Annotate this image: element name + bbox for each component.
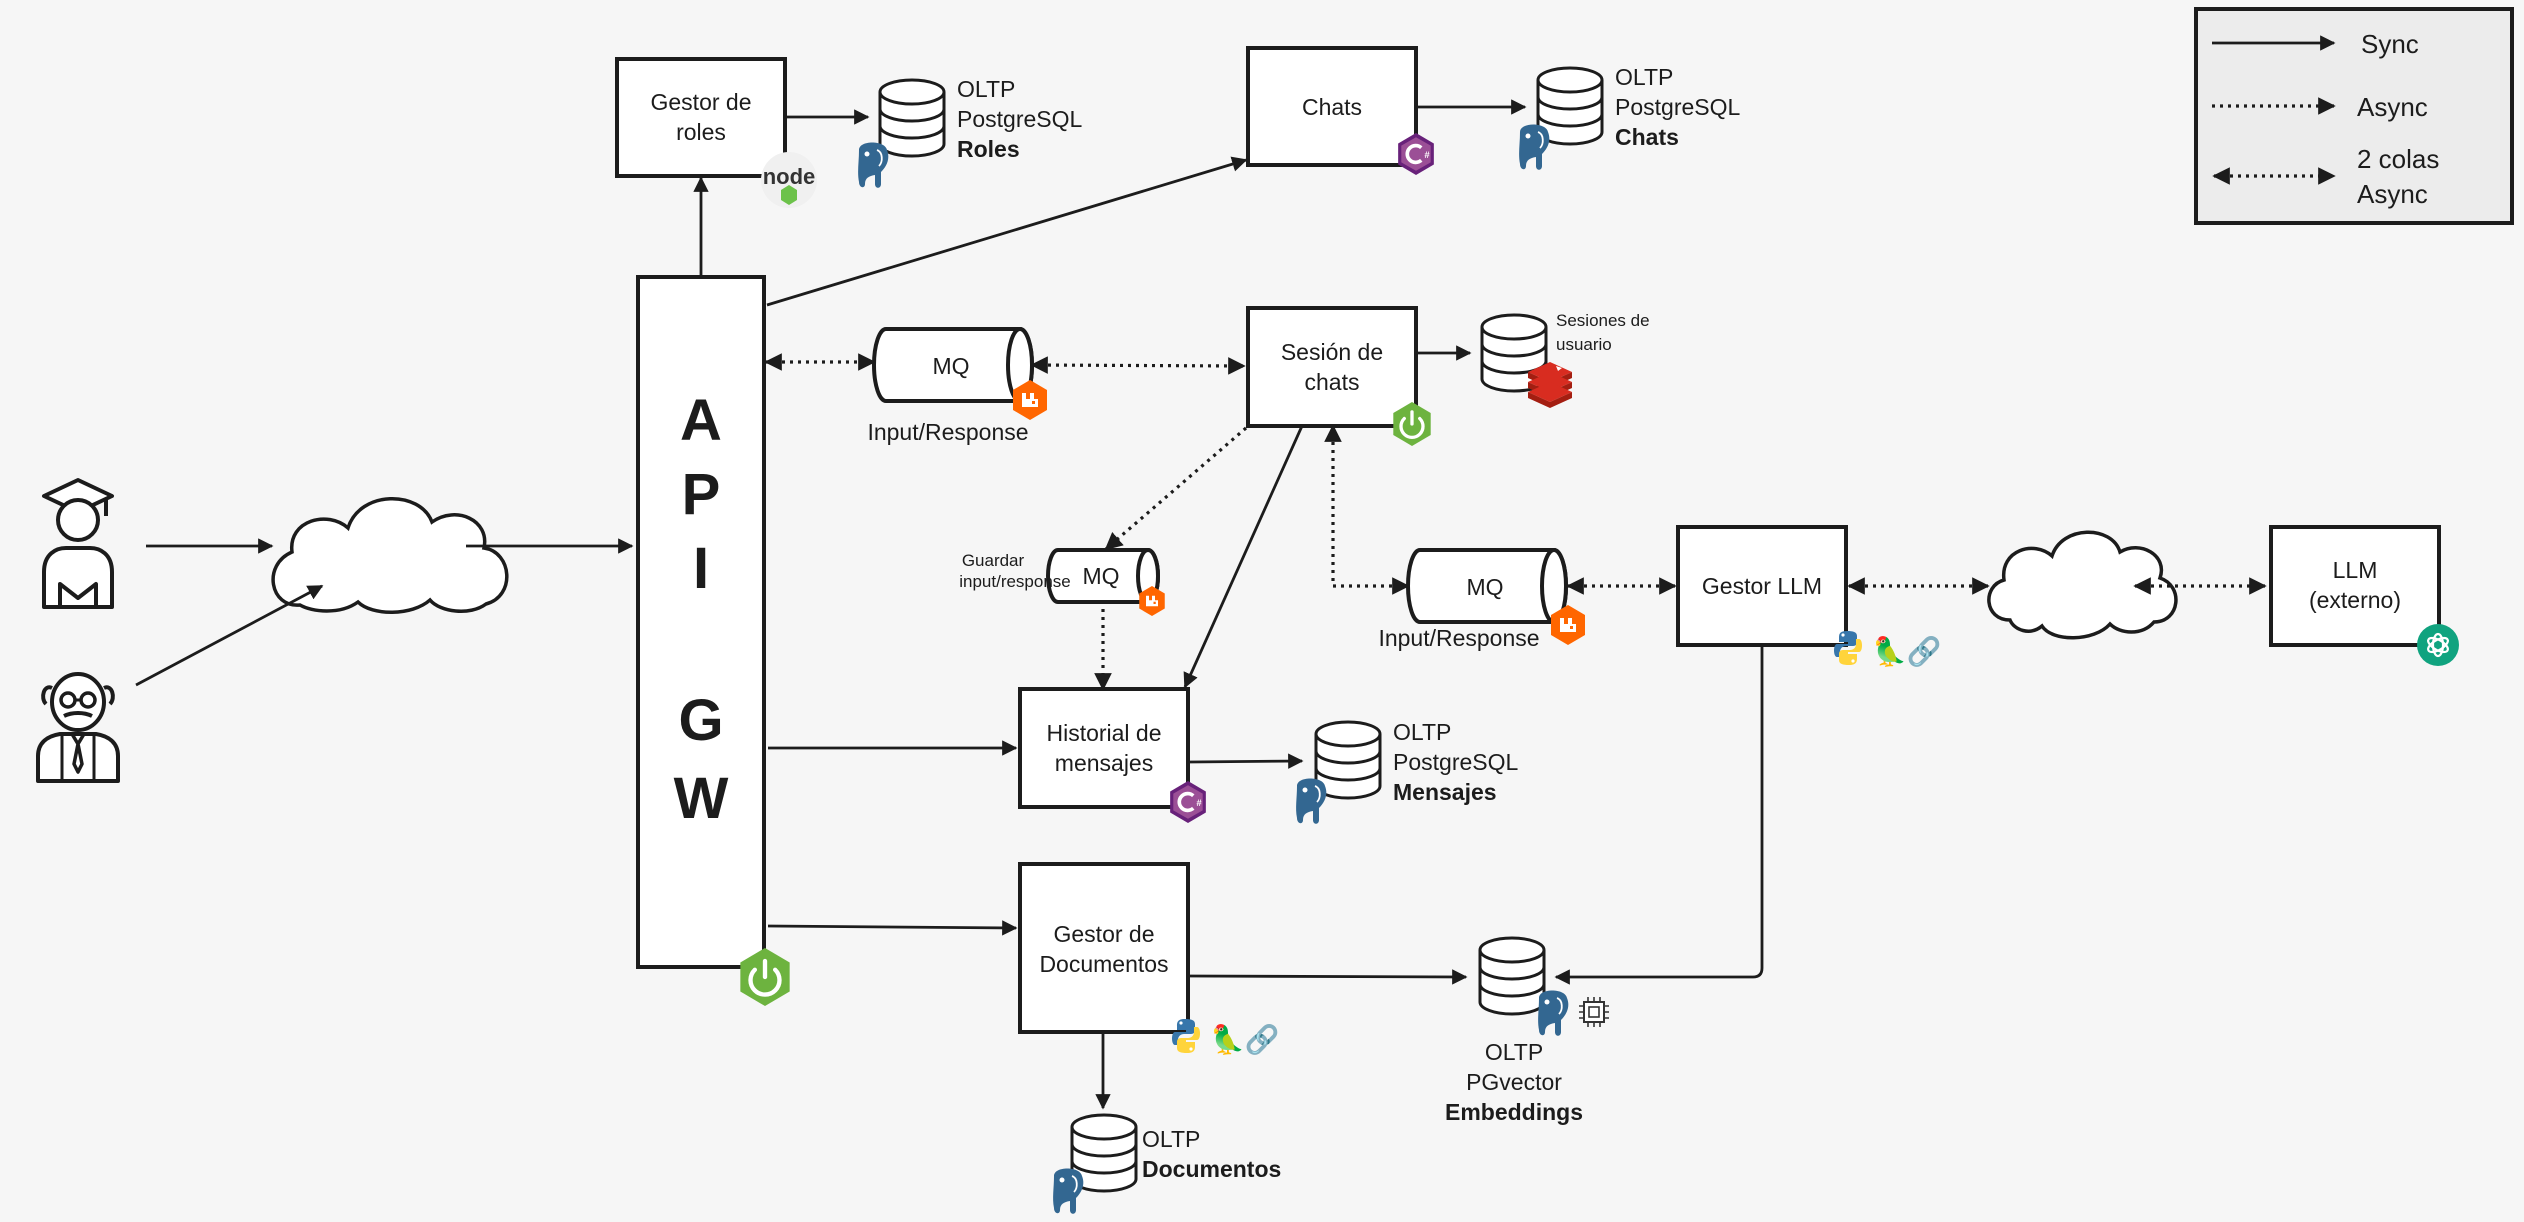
db-roles-line-3: Roles (957, 136, 1020, 162)
postgresql-icon (1295, 777, 1328, 825)
db-roles: OLTP PostgreSQL Roles (857, 76, 1082, 189)
db-chats-line-3: Chats (1615, 124, 1679, 150)
db-mensajes-line-2: PostgreSQL (1393, 749, 1518, 775)
postgresql-icon (1537, 989, 1570, 1037)
edge-sesion-historial (1183, 425, 1304, 689)
teacher-icon (36, 672, 120, 783)
langchain-icon: 🦜🔗 (1210, 1022, 1280, 1056)
db-documentos-line-1: OLTP (1142, 1126, 1200, 1152)
gestor-llm-label: Gestor LLM (1702, 573, 1822, 599)
connectors (135, 99, 2267, 1110)
student-icon (42, 478, 114, 609)
mq2-label: MQ (1466, 574, 1503, 600)
apigw-letter-a: A (680, 388, 722, 453)
edge-apigw-chats (766, 156, 1248, 307)
langchain-icon: 🦜🔗 (1872, 634, 1942, 668)
db-embeddings-line-3: Embeddings (1445, 1099, 1583, 1125)
gestor-docs-label-1: Gestor de (1054, 921, 1155, 947)
db-chats-line-1: OLTP (1615, 64, 1673, 90)
legend-two-queues-2: Async (2357, 179, 2428, 209)
db-embeddings-line-1: OLTP (1485, 1039, 1543, 1065)
mq-input-response-2[interactable]: MQ (1406, 548, 1568, 624)
db-embeddings-line-2: PGvector (1466, 1069, 1562, 1095)
gestor-roles-node[interactable]: Gestor de roles (615, 57, 787, 178)
mq-input-response-1[interactable]: MQ (872, 327, 1034, 403)
mq2-caption: Input/Response (1378, 625, 1539, 651)
llm-label-1: LLM (2333, 557, 2378, 583)
nodejs-label: node (763, 164, 816, 189)
apigw-letter-w: W (674, 766, 729, 831)
db-sesiones: Sesiones de usuario (1480, 311, 1650, 408)
gestor-llm-node[interactable]: Gestor LLM (1676, 525, 1848, 647)
historial-label-2: mensajes (1055, 750, 1153, 776)
internet-cloud (271, 497, 509, 614)
redis-icon (1528, 362, 1572, 408)
db-documentos-line-2: Documentos (1142, 1156, 1281, 1182)
historial-node[interactable]: Historial de mensajes (1018, 687, 1190, 809)
db-chats: OLTP PostgreSQL Chats (1518, 64, 1740, 171)
edge-teacher-cloud (135, 584, 324, 687)
mq1-label: MQ (932, 353, 969, 379)
apigw-letter-i: I (693, 536, 709, 601)
gestor-docs-label-2: Documentos (1039, 951, 1168, 977)
edge-llmgestor-embeddings (1554, 646, 1764, 985)
legend-sync: Sync (2361, 29, 2419, 59)
edge-historial-db (1189, 753, 1304, 769)
postgresql-icon (1518, 123, 1551, 171)
edge-sesion-mq2 (1324, 424, 1410, 595)
nodejs-icon: node (761, 152, 817, 208)
sesion-chats-node[interactable]: Sesión de chats (1246, 306, 1418, 428)
edge-docs-embeddings (1189, 969, 1468, 985)
mq-guardar[interactable]: MQ (1046, 548, 1160, 604)
api-gateway[interactable]: A P I G W (636, 275, 766, 969)
db-mensajes-line-1: OLTP (1393, 719, 1451, 745)
llm-cloud (1987, 530, 2178, 640)
edge-apigw-docs (767, 920, 1018, 936)
historial-label-1: Historial de (1046, 720, 1161, 746)
chats-node[interactable]: Chats (1246, 46, 1418, 167)
mq1-caption: Input/Response (867, 419, 1028, 445)
db-sesiones-line-1: Sesiones de (1556, 311, 1650, 330)
gestor-docs-node[interactable]: Gestor de Documentos (1018, 862, 1190, 1034)
gestor-roles-label-1: Gestor de (651, 89, 752, 115)
openai-icon (2417, 624, 2459, 666)
db-mensajes-line-3: Mensajes (1393, 779, 1497, 805)
postgresql-icon (1052, 1167, 1085, 1215)
llm-label-2: (externo) (2309, 587, 2401, 613)
legend: Sync Async 2 colas Async (2194, 7, 2514, 225)
legend-two-queues-1: 2 colas (2357, 144, 2439, 174)
db-documentos: OLTP Documentos (1052, 1113, 1281, 1215)
db-roles-line-1: OLTP (957, 76, 1015, 102)
sesion-label-1: Sesión de (1281, 339, 1383, 365)
edge-sesion-mqsave (1104, 426, 1248, 551)
chip-icon (1578, 996, 1610, 1028)
llm-externo-node[interactable]: LLM (externo) (2269, 525, 2441, 647)
mq-save-caption-1: Guardar (962, 551, 1025, 570)
db-mensajes: OLTP PostgreSQL Mensajes (1295, 719, 1518, 825)
gestor-roles-label-2: roles (676, 119, 726, 145)
db-roles-line-2: PostgreSQL (957, 106, 1082, 132)
legend-async: Async (2357, 92, 2428, 122)
apigw-letter-p: P (682, 462, 721, 527)
db-sesiones-line-2: usuario (1556, 335, 1612, 354)
edge-mq1-sesion (1030, 356, 1246, 375)
chats-label: Chats (1302, 94, 1362, 120)
sesion-label-2: chats (1305, 369, 1360, 395)
db-embeddings: OLTP PGvector Embeddings (1445, 936, 1610, 1125)
postgresql-icon (857, 141, 890, 189)
apigw-letter-g: G (678, 688, 723, 753)
db-chats-line-2: PostgreSQL (1615, 94, 1740, 120)
mq-save-caption-2: input/response (959, 572, 1071, 591)
mq-save-label: MQ (1082, 563, 1119, 589)
